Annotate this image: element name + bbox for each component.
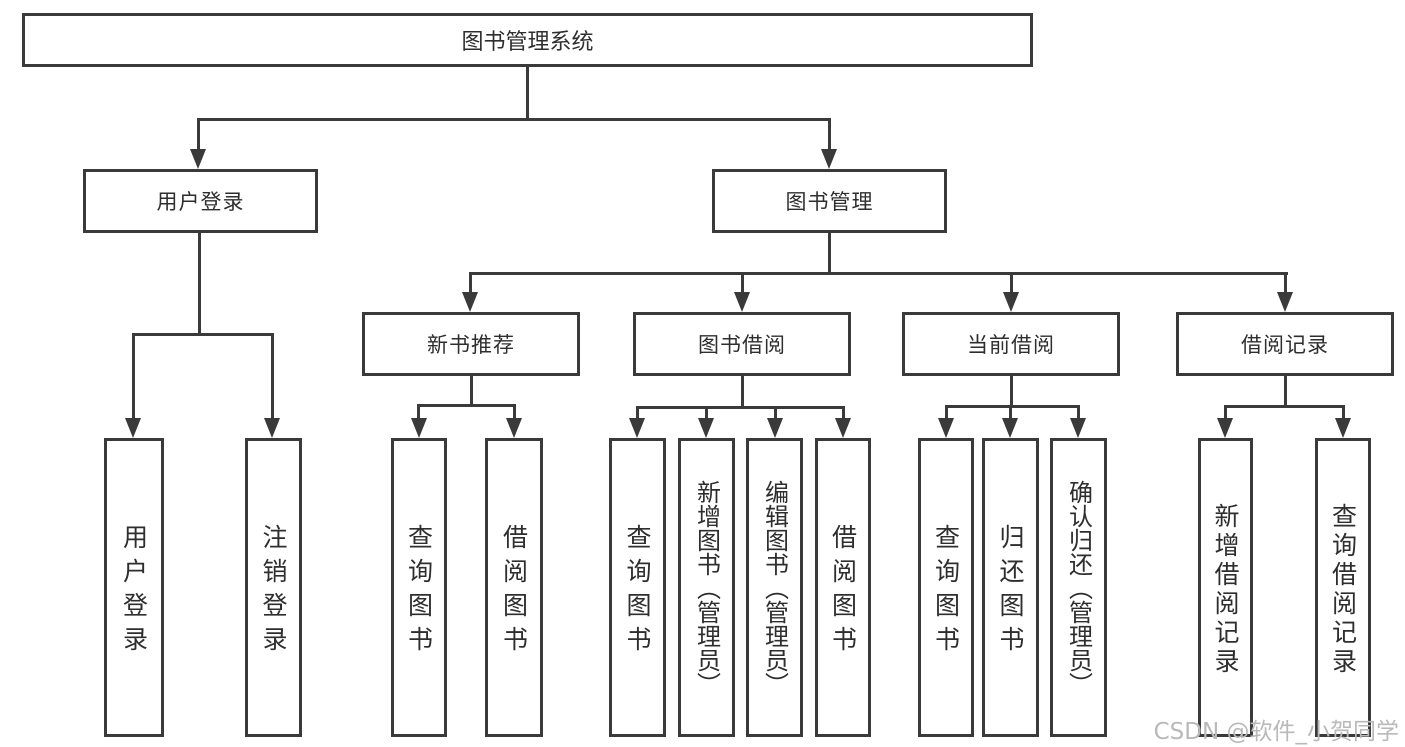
leaf-label: 借阅图书 [499, 524, 529, 660]
arrowhead-down-icon [411, 418, 427, 438]
connector-line [197, 118, 831, 121]
arrowhead-down-icon [1335, 418, 1351, 438]
node-current-borrow: 当前借阅 [902, 312, 1120, 376]
connector-line [1284, 272, 1287, 294]
node-label: 用户登录 [156, 190, 245, 214]
connector-line [513, 404, 516, 420]
node-book-borrow: 图书借阅 [633, 312, 851, 376]
leaf-label: 编辑图书（管理员） [760, 479, 789, 696]
connector-line [741, 272, 744, 294]
node-borrow-records: 借阅记录 [1176, 312, 1394, 376]
connector-line [132, 333, 273, 336]
connector-line [842, 406, 845, 420]
connector-line [417, 404, 420, 420]
leaf-borrow-books-2: 借阅图书 [815, 438, 871, 737]
arrowhead-down-icon [462, 292, 478, 312]
connector-line [1010, 376, 1013, 407]
connector-line [828, 233, 831, 274]
leaf-user-login: 用户登录 [104, 438, 164, 737]
node-new-book-recommend: 新书推荐 [362, 312, 580, 376]
leaf-label: 用户登录 [119, 524, 149, 660]
arrowhead-down-icon [264, 418, 280, 438]
connector-line [1009, 405, 1012, 420]
node-label: 当前借阅 [967, 333, 1055, 357]
leaf-add-borrow-record: 新增借阅记录 [1198, 438, 1253, 737]
leaf-label: 确认归还（管理员） [1064, 479, 1093, 696]
connector-line [741, 376, 744, 408]
connector-line [1342, 405, 1345, 420]
arrowhead-down-icon [835, 418, 851, 438]
connector-line [1284, 376, 1287, 407]
arrowhead-down-icon [1217, 418, 1233, 438]
connector-line [945, 405, 1080, 408]
connector-line [469, 272, 1288, 275]
leaf-query-books-2: 查询图书 [609, 438, 666, 737]
leaf-add-books-admin: 新增图书（管理员） [678, 438, 735, 737]
connector-line [469, 272, 472, 294]
connector-line [1224, 405, 1227, 420]
arrowhead-down-icon [629, 418, 645, 438]
node-label: 图书管理系统 [461, 30, 594, 55]
connector-line [636, 406, 639, 420]
leaf-label: 查询图书 [623, 524, 652, 660]
connector-line [1224, 405, 1345, 408]
leaf-confirm-return-admin: 确认归还（管理员） [1050, 438, 1107, 737]
leaf-edit-books-admin: 编辑图书（管理员） [746, 438, 803, 737]
connector-line [828, 118, 831, 151]
leaf-return-books: 归还图书 [982, 438, 1039, 737]
arrowhead-down-icon [938, 418, 954, 438]
leaf-borrow-books-1: 借阅图书 [485, 438, 543, 737]
connector-line [1010, 272, 1013, 294]
node-label: 新书推荐 [427, 333, 515, 357]
leaf-label: 查询借阅记录 [1328, 502, 1358, 677]
connector-line [636, 406, 845, 409]
leaf-label: 新增图书（管理员） [692, 479, 721, 696]
leaf-label: 归还图书 [996, 524, 1025, 660]
connector-line [271, 333, 274, 420]
node-user-login-group: 用户登录 [83, 169, 318, 233]
connector-line [774, 406, 777, 420]
node-root-system: 图书管理系统 [22, 13, 1033, 67]
connector-line [197, 118, 200, 151]
leaf-label: 新增借阅记录 [1211, 502, 1240, 677]
arrowhead-down-icon [821, 149, 837, 169]
arrowhead-down-icon [1003, 292, 1019, 312]
leaf-query-borrow-record: 查询借阅记录 [1315, 438, 1371, 737]
arrowhead-down-icon [767, 418, 783, 438]
connector-line [526, 67, 529, 120]
arrowhead-down-icon [506, 418, 522, 438]
arrowhead-down-icon [698, 418, 714, 438]
arrowhead-down-icon [734, 292, 750, 312]
connector-line [417, 404, 516, 407]
connector-line [132, 333, 135, 420]
node-label: 图书借阅 [698, 333, 786, 357]
connector-line [198, 233, 201, 335]
leaf-query-books-3: 查询图书 [918, 438, 974, 737]
arrowhead-down-icon [125, 418, 141, 438]
leaf-label: 注销登录 [259, 524, 288, 660]
leaf-label: 查询图书 [931, 524, 961, 660]
node-label: 借阅记录 [1241, 333, 1329, 357]
connector-line [705, 406, 708, 420]
arrowhead-down-icon [1070, 418, 1086, 438]
leaf-query-books-1: 查询图书 [391, 438, 447, 737]
csdn-watermark: CSDN @软件_小贺同学 [1153, 719, 1399, 745]
connector-line [945, 405, 948, 420]
connector-line [1077, 405, 1080, 420]
leaf-label: 借阅图书 [828, 524, 858, 660]
connector-line [470, 376, 473, 406]
node-book-management: 图书管理 [712, 169, 947, 233]
node-label: 图书管理 [785, 190, 874, 214]
leaf-label: 查询图书 [404, 524, 434, 660]
leaf-logout: 注销登录 [245, 438, 302, 737]
arrowhead-down-icon [1002, 418, 1018, 438]
arrowhead-down-icon [1277, 292, 1293, 312]
arrowhead-down-icon [190, 149, 206, 169]
